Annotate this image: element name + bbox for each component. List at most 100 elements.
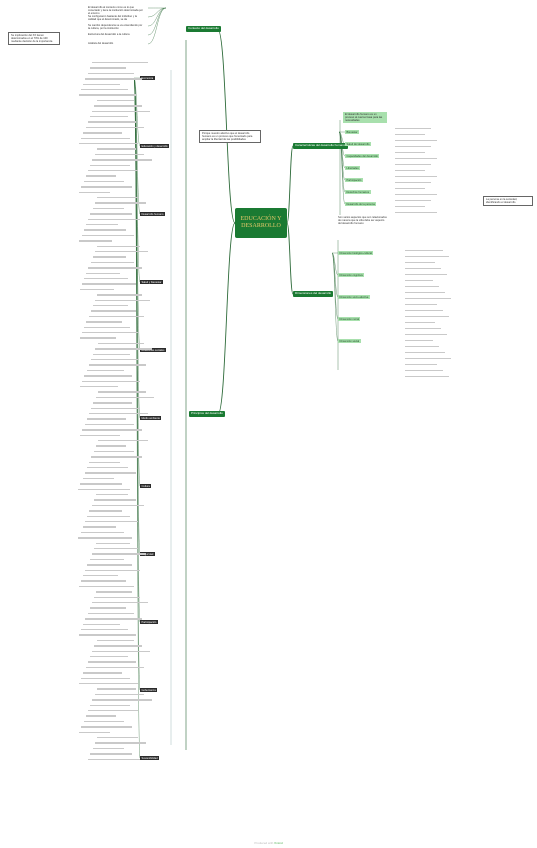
- leaf-placeholder: [88, 710, 138, 712]
- leaf-placeholder: [98, 440, 148, 442]
- fuentes-item[interactable]: Su cambio dependencia se va entendiendo …: [88, 24, 143, 31]
- prin-item[interactable]: Relaciones sociales: [140, 348, 166, 353]
- leaf-placeholder: [86, 321, 122, 323]
- fuentes-item[interactable]: El desarrollo al contexto como es lo que…: [88, 6, 143, 16]
- caracteristicas-intro: El desarrollo humano es un proceso al cu…: [343, 112, 387, 124]
- dim-item[interactable]: Dimensión moral: [338, 317, 361, 322]
- caracteristicas-right-note: La persona en la sociedad, identificando…: [483, 196, 533, 207]
- leaf-placeholder: [89, 558, 124, 561]
- leaf-placeholder: [395, 188, 425, 190]
- leaf-placeholder: [405, 262, 435, 264]
- leaf-placeholder: [82, 477, 114, 480]
- leaf-placeholder: [395, 152, 425, 154]
- leaf-placeholder: [96, 688, 136, 690]
- connector: [133, 77, 141, 215]
- leaf-placeholder: [83, 83, 120, 85]
- car-item[interactable]: Bienestar: [345, 130, 359, 135]
- leaf-placeholder: [85, 618, 142, 620]
- leaf-placeholder: [405, 334, 447, 336]
- fuentes-item[interactable]: Estructura del desarrollo a la cultura: [88, 33, 130, 36]
- leaf-placeholder: [91, 407, 140, 409]
- leaf-placeholder: [395, 164, 431, 166]
- prin-item[interactable]: Cultura: [140, 484, 152, 489]
- leaf-placeholder: [405, 376, 449, 378]
- connector: [217, 29, 236, 224]
- leaf-placeholder: [405, 310, 443, 312]
- connector: [331, 252, 339, 276]
- connector: [133, 77, 141, 147]
- leaf-placeholder: [87, 72, 134, 75]
- footer-prefix: Produced with: [254, 841, 274, 845]
- leaf-placeholder: [93, 499, 136, 501]
- prin-item[interactable]: Gobernanza: [140, 688, 158, 693]
- leaf-placeholder: [405, 268, 441, 270]
- leaf-placeholder: [405, 280, 433, 282]
- car-item[interactable]: Participación: [345, 178, 363, 183]
- leaf-placeholder: [91, 359, 138, 361]
- leaf-placeholder: [78, 537, 132, 539]
- leaf-placeholder: [92, 602, 148, 604]
- leaf-placeholder: [405, 346, 439, 348]
- leaf-placeholder: [89, 461, 120, 463]
- branch-dimensiones[interactable]: Dimensiones del desarrollo: [293, 291, 334, 297]
- leaf-placeholder: [405, 322, 435, 324]
- leaf-placeholder: [89, 67, 126, 69]
- leaf-placeholder: [79, 143, 138, 145]
- leaf-placeholder: [83, 623, 120, 625]
- dim-item[interactable]: Dimensión cognitiva: [338, 273, 365, 278]
- car-item[interactable]: Libertades: [345, 166, 361, 171]
- leaf-placeholder: [92, 256, 126, 258]
- leaf-placeholder: [88, 267, 142, 269]
- prin-item[interactable]: Salud y bienestar: [140, 280, 164, 285]
- car-item[interactable]: Salud del desarrollo: [345, 142, 371, 147]
- prin-item[interactable]: Participación: [140, 620, 158, 625]
- leaf-placeholder: [90, 310, 136, 312]
- leaf-placeholder: [79, 191, 110, 193]
- leaf-placeholder: [405, 250, 443, 252]
- leaf-placeholder: [405, 298, 451, 300]
- leaf-placeholder: [97, 197, 138, 199]
- central-topic[interactable]: EDUCACIÓN Y DESARROLLO: [235, 208, 287, 238]
- prin-item[interactable]: Medio ambiente: [140, 416, 162, 421]
- leaf-placeholder: [88, 758, 140, 760]
- fuentes-item[interactable]: Se configuraron bastante del individuo y…: [88, 15, 137, 22]
- prin-item[interactable]: Educación y desarrollo: [140, 144, 170, 149]
- leaf-placeholder: [405, 370, 443, 372]
- leaf-placeholder: [95, 251, 148, 253]
- leaf-placeholder: [97, 294, 142, 296]
- prin-item[interactable]: Seguridad: [140, 552, 155, 557]
- leaf-placeholder: [79, 240, 112, 242]
- leaf-placeholder: [95, 348, 152, 350]
- prin-item[interactable]: Economía: [140, 76, 155, 81]
- leaf-placeholder: [87, 467, 128, 469]
- fuentes-item[interactable]: Análisis del desarrollo: [88, 42, 114, 45]
- leaf-placeholder: [93, 450, 134, 453]
- car-item[interactable]: Desarrollo de la persona: [345, 202, 377, 207]
- leaf-placeholder: [92, 62, 148, 64]
- leaf-placeholder: [89, 413, 148, 415]
- leaf-placeholder: [79, 337, 116, 339]
- leaf-placeholder: [96, 494, 128, 496]
- contexto-left-note: Su implicación del XX tienen determinado…: [8, 32, 60, 46]
- dim-item[interactable]: Dimensión social: [338, 339, 361, 344]
- leaf-placeholder: [84, 326, 130, 328]
- leaf-placeholder: [90, 753, 132, 755]
- branch-caracteristicas[interactable]: Características del desarrollo humano: [293, 143, 348, 149]
- branch-principios[interactable]: Principios del desarrollo: [189, 411, 225, 417]
- dim-item[interactable]: Dimensión biológico-cultural: [338, 251, 374, 256]
- leaf-placeholder: [89, 607, 126, 609]
- car-item[interactable]: Capacidades del desarrollo: [345, 154, 380, 159]
- leaf-placeholder: [83, 180, 124, 183]
- car-item[interactable]: Derechos humanos: [345, 190, 371, 195]
- branch-contexto[interactable]: Contexto del desarrollo: [186, 26, 221, 32]
- leaf-placeholder: [85, 569, 140, 571]
- leaf-placeholder: [96, 148, 136, 150]
- leaf-placeholder: [95, 299, 150, 301]
- prin-item[interactable]: Desarrollo humano: [140, 212, 165, 217]
- leaf-placeholder: [97, 342, 144, 345]
- leaf-placeholder: [405, 286, 439, 288]
- prin-item[interactable]: Sostenibilidad: [140, 756, 160, 761]
- leaf-placeholder: [80, 483, 122, 485]
- leaf-placeholder: [96, 542, 130, 544]
- dim-item[interactable]: Dimensión socio-afectiva: [338, 295, 370, 300]
